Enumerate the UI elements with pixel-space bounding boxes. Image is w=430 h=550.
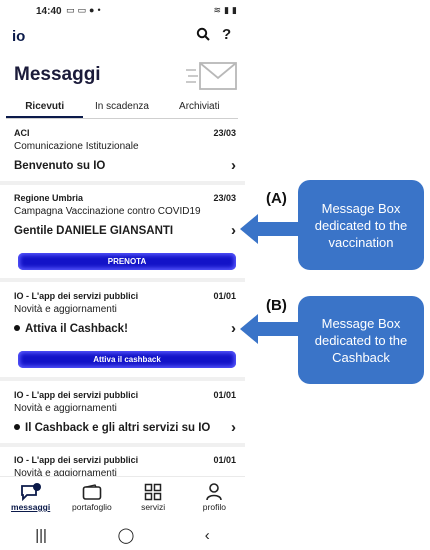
- annotation-label-b: (B): [266, 297, 287, 314]
- page-title: Messaggi: [14, 64, 101, 85]
- top-app-bar: io ?: [0, 24, 245, 48]
- list-separator: [0, 278, 245, 282]
- message-tabs: Ricevuti In scadenza Archiviati: [6, 98, 238, 118]
- list-separator: [0, 443, 245, 447]
- back-icon[interactable]: ‹: [204, 526, 210, 544]
- nav-label: servizi: [141, 502, 166, 512]
- status-bar: 14:40 ▭ ▭ ● • ≋ ▮ ▮: [0, 4, 245, 22]
- message-header: IO - L'app dei servizi pubblici 01/01: [14, 291, 236, 301]
- envelope-icon: [186, 62, 237, 90]
- system-status-icons: ≋ ▮ ▮: [214, 5, 237, 16]
- message-sender: IO - L'app dei servizi pubblici: [14, 455, 139, 465]
- message-date: 01/01: [213, 390, 236, 400]
- unread-dot-icon: [14, 424, 20, 431]
- message-header: Regione Umbria 23/03: [14, 193, 236, 203]
- message-sender: IO - L'app dei servizi pubblici: [14, 390, 139, 400]
- message-date: 01/01: [213, 291, 236, 301]
- message-subject: Gentile DANIELE GIANSANTI: [14, 224, 174, 237]
- search-icon[interactable]: [196, 27, 210, 41]
- wifi-icon: ≋: [213, 5, 222, 15]
- list-separator: [0, 377, 245, 381]
- prenota-button[interactable]: PRENOTA: [18, 253, 236, 270]
- message-subject-row: Attiva il Cashback! ›: [14, 320, 236, 337]
- message-service: Novità e aggiornamenti: [14, 468, 117, 479]
- gallery-notification-icon: ▭: [77, 5, 87, 15]
- messages-icon: [20, 483, 41, 501]
- bottom-navigation: messaggi portafoglio servizi: [0, 476, 245, 520]
- tab-in-scadenza[interactable]: In scadenza: [95, 101, 149, 112]
- message-header: IO - L'app dei servizi pubblici 01/01: [14, 390, 236, 400]
- nav-servizi[interactable]: servizi: [125, 482, 181, 520]
- nav-label: profilo: [202, 502, 226, 512]
- arrow-left-icon: [240, 214, 298, 244]
- dot-notification-icon: •: [97, 5, 101, 15]
- battery-icon: ▮: [232, 5, 237, 15]
- message-sender: ACI: [14, 128, 30, 138]
- recents-icon[interactable]: |||: [35, 526, 47, 544]
- message-sender: IO - L'app dei servizi pubblici: [14, 291, 139, 301]
- status-time: 14:40: [36, 6, 62, 17]
- list-separator: [0, 181, 245, 185]
- wallet-icon: [82, 484, 102, 500]
- chevron-right-icon[interactable]: ›: [231, 157, 236, 174]
- account-notification-icon: ●: [89, 5, 95, 15]
- chevron-right-icon[interactable]: ›: [231, 222, 236, 239]
- message-subject: Attiva il Cashback!: [25, 322, 128, 335]
- chevron-right-icon[interactable]: ›: [231, 320, 236, 337]
- attiva-cashback-button[interactable]: Attiva il cashback: [18, 351, 236, 368]
- message-notification-icon: ▭: [66, 5, 75, 15]
- nav-messaggi[interactable]: messaggi: [3, 482, 59, 520]
- home-icon[interactable]: ◯: [117, 527, 135, 544]
- unread-dot-icon: [14, 325, 20, 332]
- nav-label: portafoglio: [72, 502, 112, 512]
- notification-icons: ▭ ▭ ● •: [66, 5, 101, 16]
- message-item[interactable]: ACI 23/03 Comunicazione Istituzionale Be…: [14, 128, 236, 174]
- message-item[interactable]: IO - L'app dei servizi pubblici 01/01 No…: [14, 455, 236, 479]
- message-item-vaccination[interactable]: Regione Umbria 23/03 Campagna Vaccinazio…: [14, 193, 236, 239]
- callout-cashback: Message Box dedicated to the Cashback: [298, 296, 424, 384]
- message-date: 01/01: [213, 455, 236, 465]
- android-system-bar: ||| ◯ ‹: [0, 520, 245, 550]
- message-service: Comunicazione Istituzionale: [14, 141, 139, 152]
- phone-screen: 14:40 ▭ ▭ ● • ≋ ▮ ▮ io ? Messaggi Ricevu…: [0, 4, 245, 550]
- profile-icon: [206, 483, 223, 501]
- message-header: IO - L'app dei servizi pubblici 01/01: [14, 455, 236, 465]
- signal-icon: ▮: [224, 5, 230, 15]
- annotation-label-a: (A): [266, 190, 287, 207]
- message-service: Campagna Vaccinazione contro COVID19: [14, 206, 201, 217]
- message-date: 23/03: [213, 128, 236, 138]
- message-sender: Regione Umbria: [14, 193, 84, 203]
- message-date: 23/03: [213, 193, 236, 203]
- message-item[interactable]: IO - L'app dei servizi pubblici 01/01 No…: [14, 390, 236, 436]
- message-service: Novità e aggiornamenti: [14, 304, 117, 315]
- nav-profilo[interactable]: profilo: [186, 482, 242, 520]
- message-subject: Il Cashback e gli altri servizi su IO: [25, 421, 211, 434]
- help-icon[interactable]: ?: [222, 26, 232, 43]
- arrow-left-icon: [240, 314, 298, 344]
- message-subject: Benvenuto su IO: [14, 159, 106, 172]
- tab-archiviati[interactable]: Archiviati: [179, 101, 220, 112]
- message-item-cashback[interactable]: IO - L'app dei servizi pubblici 01/01 No…: [14, 291, 236, 337]
- message-service: Novità e aggiornamenti: [14, 403, 117, 414]
- message-subject-row: Gentile DANIELE GIANSANTI ›: [14, 222, 236, 239]
- chevron-right-icon[interactable]: ›: [231, 419, 236, 436]
- message-header: ACI 23/03: [14, 128, 236, 138]
- message-subject-row: Il Cashback e gli altri servizi su IO ›: [14, 419, 236, 436]
- tabs-divider: [6, 118, 238, 119]
- nav-portafoglio[interactable]: portafoglio: [64, 482, 120, 520]
- services-icon: [144, 483, 162, 501]
- message-subject-row: Benvenuto su IO ›: [14, 157, 236, 174]
- io-logo: io: [12, 28, 26, 45]
- nav-label: messaggi: [11, 502, 51, 512]
- tab-ricevuti[interactable]: Ricevuti: [6, 98, 84, 118]
- callout-vaccination: Message Box dedicated to the vaccination: [298, 180, 424, 270]
